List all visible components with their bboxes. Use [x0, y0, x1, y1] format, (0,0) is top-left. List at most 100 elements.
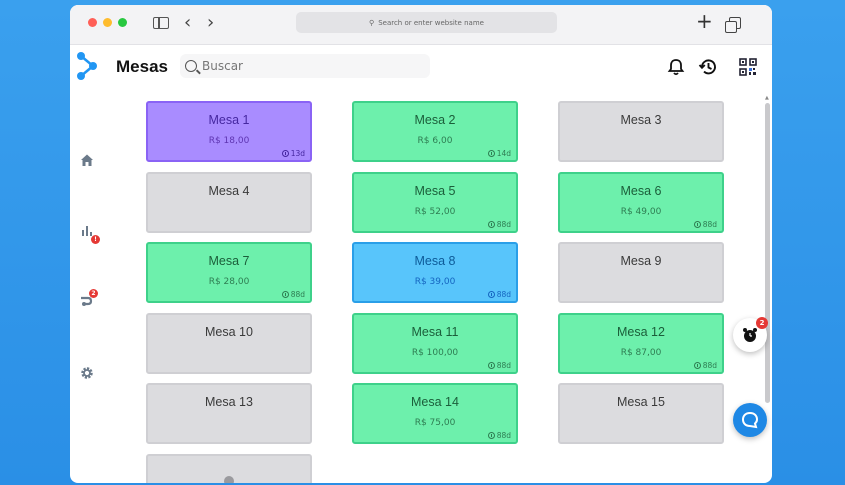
clock-icon — [487, 221, 495, 228]
table-total: R$ 39,00 — [414, 277, 456, 287]
minimize-window-button[interactable] — [103, 18, 112, 27]
elapsed-text: 88d — [702, 361, 717, 370]
table-card[interactable]: Mesa 2 R$ 6,00 14d — [352, 101, 518, 162]
home-icon[interactable] — [79, 152, 95, 168]
table-name: Mesa 6 — [620, 184, 662, 198]
alarm-clock-icon — [743, 328, 757, 342]
table-elapsed-time: 88d — [487, 431, 511, 440]
table-card[interactable]: Mesa 10 — [146, 313, 312, 374]
table-name: Mesa 3 — [620, 113, 662, 127]
table-total: R$ 52,00 — [414, 207, 456, 217]
table-card[interactable]: Mesa 13 — [146, 383, 312, 444]
table-elapsed-time: 13d — [281, 149, 305, 158]
clock-icon — [693, 362, 701, 369]
table-name: Mesa 11 — [411, 325, 459, 339]
table-name: Mesa 4 — [208, 184, 250, 198]
app-header: Mesas — [70, 45, 772, 95]
browser-window: ‹ › ⚲ Search or enter website name + Mes… — [70, 5, 772, 483]
delivery-badge: 2 — [89, 289, 98, 298]
table-card[interactable]: Mesa 4 — [146, 172, 312, 233]
search-icon — [185, 60, 197, 72]
delivery-icon[interactable] — [79, 292, 95, 308]
table-name: Mesa 9 — [620, 254, 662, 268]
alarm-button[interactable]: 2 — [733, 317, 768, 352]
reports-icon[interactable] — [79, 222, 95, 238]
elapsed-text: 88d — [496, 290, 511, 299]
table-elapsed-time: 88d — [487, 290, 511, 299]
table-card[interactable]: Mesa 14 R$ 75,00 88d — [352, 383, 518, 444]
app-logo — [77, 52, 97, 80]
table-total: R$ 18,00 — [208, 136, 250, 146]
table-total: R$ 6,00 — [417, 136, 453, 146]
table-card[interactable]: Mesa 6 R$ 49,00 88d — [558, 172, 724, 233]
clock-icon — [281, 291, 289, 298]
table-name: Mesa 1 — [208, 113, 250, 127]
clock-icon — [487, 291, 495, 298]
back-icon[interactable]: ‹ — [184, 12, 192, 33]
settings-gear-icon[interactable] — [79, 365, 95, 381]
close-window-button[interactable] — [88, 18, 97, 27]
sidebar-toggle-icon[interactable] — [153, 17, 169, 29]
elapsed-text: 88d — [496, 220, 511, 229]
elapsed-text: 88d — [702, 220, 717, 229]
table-card[interactable]: Mesa 3 — [558, 101, 724, 162]
clock-icon — [281, 150, 289, 157]
scroll-up-icon[interactable]: ▲ — [765, 95, 769, 101]
clock-icon — [693, 221, 701, 228]
table-name: Mesa 15 — [617, 395, 665, 409]
new-tab-icon[interactable]: + — [696, 9, 713, 33]
table-card[interactable]: Mesa 5 R$ 52,00 88d — [352, 172, 518, 233]
table-elapsed-time: 88d — [487, 220, 511, 229]
tab-overview-icon[interactable] — [725, 17, 741, 33]
address-bar[interactable]: ⚲ Search or enter website name — [296, 12, 557, 33]
clock-icon — [487, 362, 495, 369]
table-total: R$ 87,00 — [620, 348, 662, 358]
clock-icon — [487, 432, 495, 439]
maximize-window-button[interactable] — [118, 18, 127, 27]
address-search-icon: ⚲ — [369, 18, 375, 27]
table-name: Mesa 5 — [414, 184, 456, 198]
table-name: Mesa 8 — [414, 254, 456, 268]
table-name: Mesa 12 — [617, 325, 665, 339]
table-card[interactable]: Mesa 8 R$ 39,00 88d — [352, 242, 518, 303]
scrollbar[interactable]: ▲ — [764, 95, 772, 483]
gear-icon — [224, 476, 234, 483]
table-card-partial[interactable] — [146, 454, 312, 483]
search-input[interactable] — [202, 59, 412, 73]
table-elapsed-time: 88d — [693, 361, 717, 370]
alarm-badge: 2 — [756, 317, 768, 329]
clock-icon — [487, 150, 495, 157]
table-name: Mesa 2 — [414, 113, 456, 127]
table-elapsed-time: 88d — [487, 361, 511, 370]
table-card[interactable]: Mesa 15 — [558, 383, 724, 444]
reports-badge: ! — [91, 235, 100, 244]
bell-icon[interactable] — [666, 57, 686, 77]
chat-bubble-icon — [741, 411, 759, 429]
page-title: Mesas — [116, 57, 168, 76]
table-elapsed-time: 88d — [281, 290, 305, 299]
scroll-thumb[interactable] — [765, 103, 770, 403]
qr-code-icon[interactable] — [738, 57, 758, 77]
table-name: Mesa 14 — [411, 395, 459, 409]
table-total: R$ 49,00 — [620, 207, 662, 217]
chat-button[interactable] — [733, 403, 767, 437]
table-card[interactable]: Mesa 9 — [558, 242, 724, 303]
table-total: R$ 75,00 — [414, 418, 456, 428]
elapsed-text: 88d — [496, 361, 511, 370]
table-elapsed-time: 88d — [693, 220, 717, 229]
table-card[interactable]: Mesa 12 R$ 87,00 88d — [558, 313, 724, 374]
forward-icon[interactable]: › — [207, 12, 215, 33]
table-card[interactable]: Mesa 1 R$ 18,00 13d — [146, 101, 312, 162]
table-elapsed-time: 14d — [487, 149, 511, 158]
history-icon[interactable] — [698, 57, 718, 77]
browser-toolbar: ‹ › ⚲ Search or enter website name + — [70, 5, 772, 45]
table-name: Mesa 13 — [205, 395, 253, 409]
address-placeholder: Search or enter website name — [378, 18, 484, 27]
elapsed-text: 88d — [496, 431, 511, 440]
table-name: Mesa 10 — [205, 325, 253, 339]
search-box[interactable] — [180, 54, 430, 78]
elapsed-text: 88d — [290, 290, 305, 299]
table-name: Mesa 7 — [208, 254, 250, 268]
